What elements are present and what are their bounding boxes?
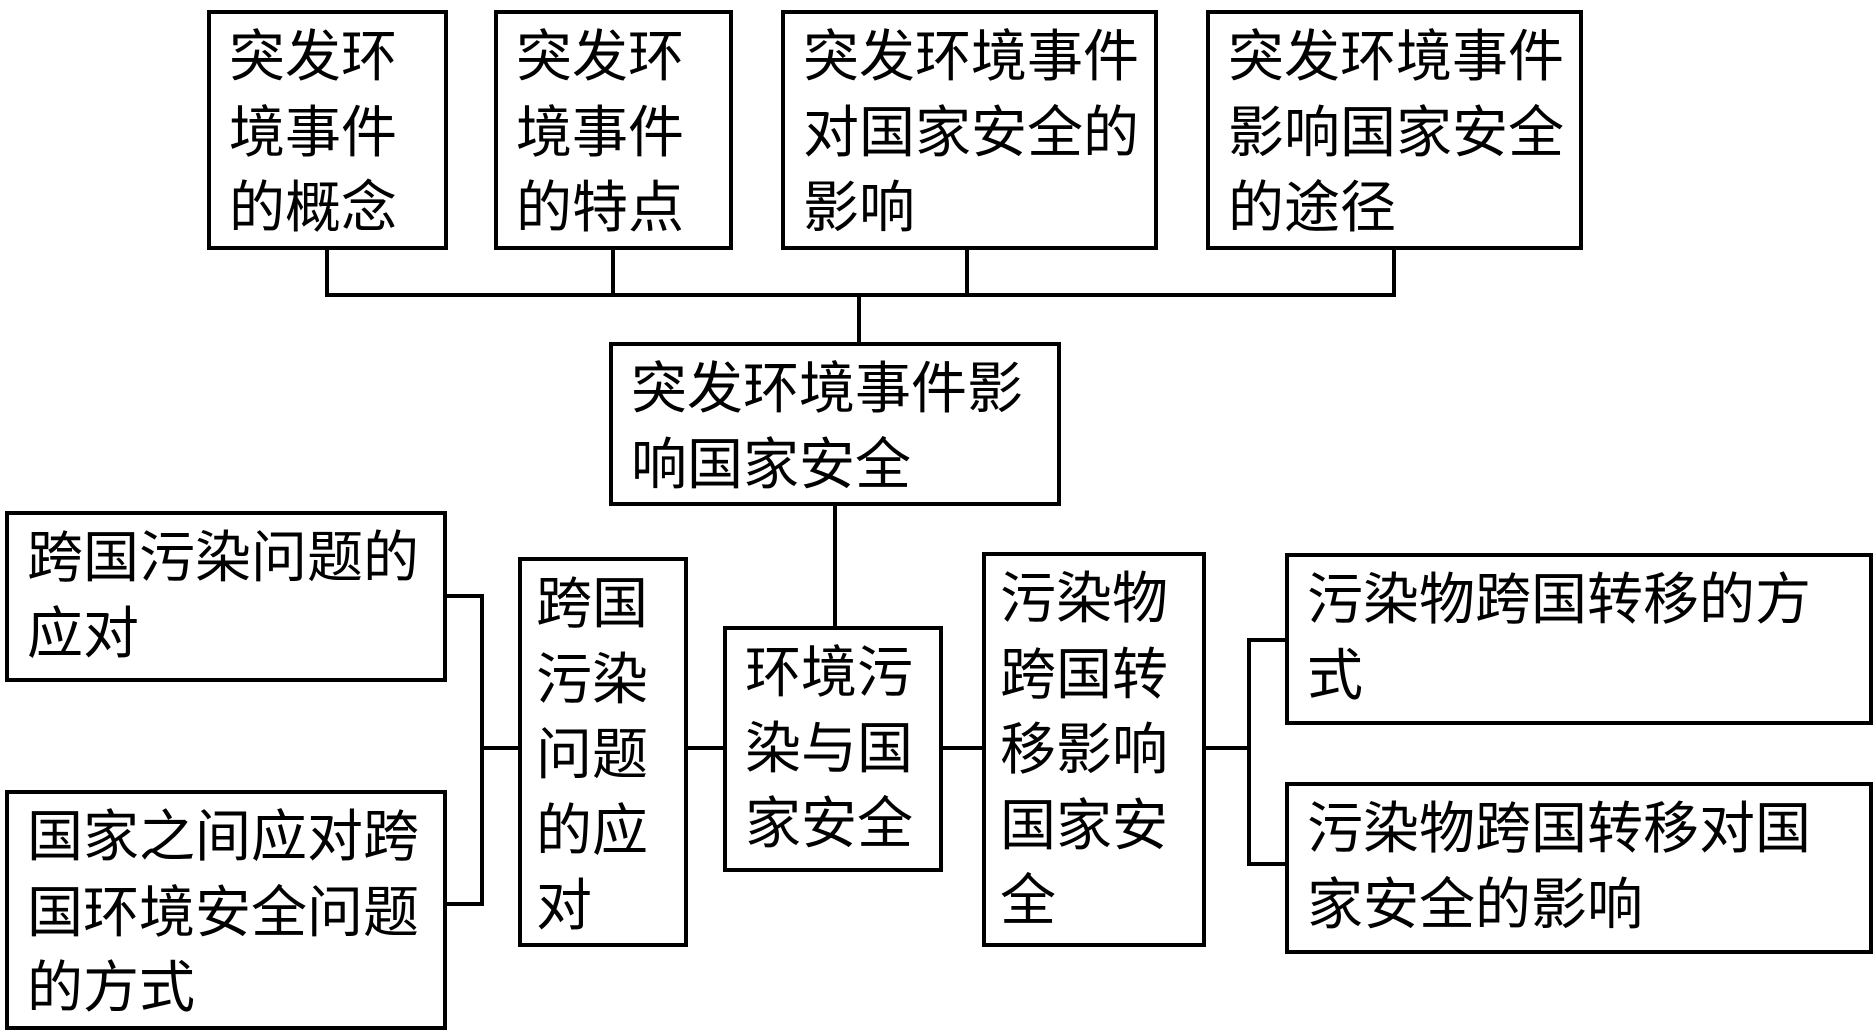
node-transnational-response: 跨国污染问题的应对 [5,511,447,682]
node-transfer-impact: 污染物跨国转移对国家安全的影响 [1285,782,1873,954]
node-emergency-features: 突发环境事件的特点 [494,10,733,250]
node-interstate-methods: 国家之间应对跨国环境安全问题的方式 [5,790,447,1030]
node-transfer-methods: 污染物跨国转移的方式 [1285,553,1873,725]
node-emergency-concept: 突发环境事件的概念 [207,10,448,250]
node-left-branch: 跨国污染问题的应对 [518,557,688,947]
node-right-branch: 污染物跨国转移影响国家安全 [982,552,1206,947]
node-emergency-pathways: 突发环境事件影响国家安全的途径 [1206,10,1583,250]
node-center-topic: 突发环境事件影响国家安全 [609,342,1061,506]
node-pollution-security: 环境污染与国家安全 [723,626,943,872]
node-emergency-impact: 突发环境事件对国家安全的影响 [781,10,1158,250]
